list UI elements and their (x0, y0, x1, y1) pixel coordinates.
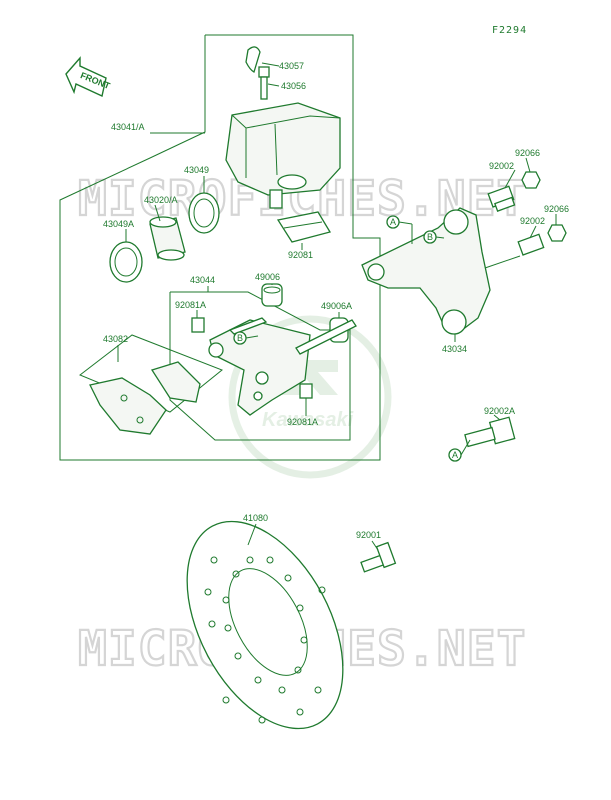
label-43049A: 43049A (103, 219, 134, 229)
svg-text:A: A (390, 217, 396, 227)
bolt-92002-top (487, 185, 516, 212)
bolt-92002A (464, 416, 516, 448)
svg-text:B: B (237, 333, 243, 343)
caliper-mount-43034 (361, 207, 491, 335)
label-92066-top: 92066 (515, 148, 540, 158)
caliper-bracket-43044 (208, 317, 357, 416)
label-92081A-top: 92081A (175, 300, 206, 310)
label-43020A: 43020/A (144, 195, 178, 205)
label-92002A: 92002A (484, 406, 515, 416)
label-43056: 43056 (281, 81, 306, 91)
leader-lines (117, 62, 557, 551)
label-43044: 43044 (190, 275, 215, 285)
piston-43020A (149, 216, 186, 261)
callout-b-top: B (423, 230, 437, 244)
svg-text:A: A (452, 450, 458, 460)
label-92002-top: 92002 (489, 161, 514, 171)
label-92066-bottom: 92066 (544, 204, 569, 214)
spring-92081 (276, 211, 332, 243)
bolt-92002-bottom (484, 233, 545, 269)
caliper-group-outline (59, 34, 381, 461)
disc-bolt-92001 (360, 541, 397, 573)
bracket-group-outline (169, 291, 351, 441)
callout-a-top: A (386, 215, 400, 229)
diagram-code: F2294 (492, 25, 527, 36)
label-49006A: 49006A (321, 301, 352, 311)
brake-pads-43082 (79, 334, 223, 435)
label-92002-bottom: 92002 (520, 216, 545, 226)
label-43082: 43082 (103, 334, 128, 344)
bleeder-valve-43056 (258, 66, 270, 100)
callout-a-bottom: A (448, 448, 462, 462)
front-arrow-icon: FRONT (65, 56, 112, 97)
clip-92081A-bottom (299, 383, 313, 399)
label-92081A-bottom: 92081A (287, 417, 318, 427)
boot-49006 (261, 283, 283, 307)
label-92081: 92081 (288, 250, 313, 260)
nut-92066-top (521, 171, 541, 189)
logo-text: Kawasaki (262, 409, 354, 431)
label-92001: 92001 (356, 530, 381, 540)
label-43049: 43049 (184, 165, 209, 175)
callout-b-bracket: B (233, 331, 247, 345)
label-43034: 43034 (442, 344, 467, 354)
svg-text:B: B (427, 232, 433, 242)
label-41080: 41080 (243, 513, 268, 523)
nut-92066-bottom (547, 224, 567, 242)
bleeder-cap-43057 (245, 46, 261, 73)
label-43057: 43057 (279, 61, 304, 71)
label-43041A: 43041/A (111, 122, 145, 132)
caliper-body (225, 102, 341, 209)
label-49006: 49006 (255, 272, 280, 282)
brake-disc-41080 (186, 520, 344, 730)
clip-92081A-top (191, 317, 205, 333)
